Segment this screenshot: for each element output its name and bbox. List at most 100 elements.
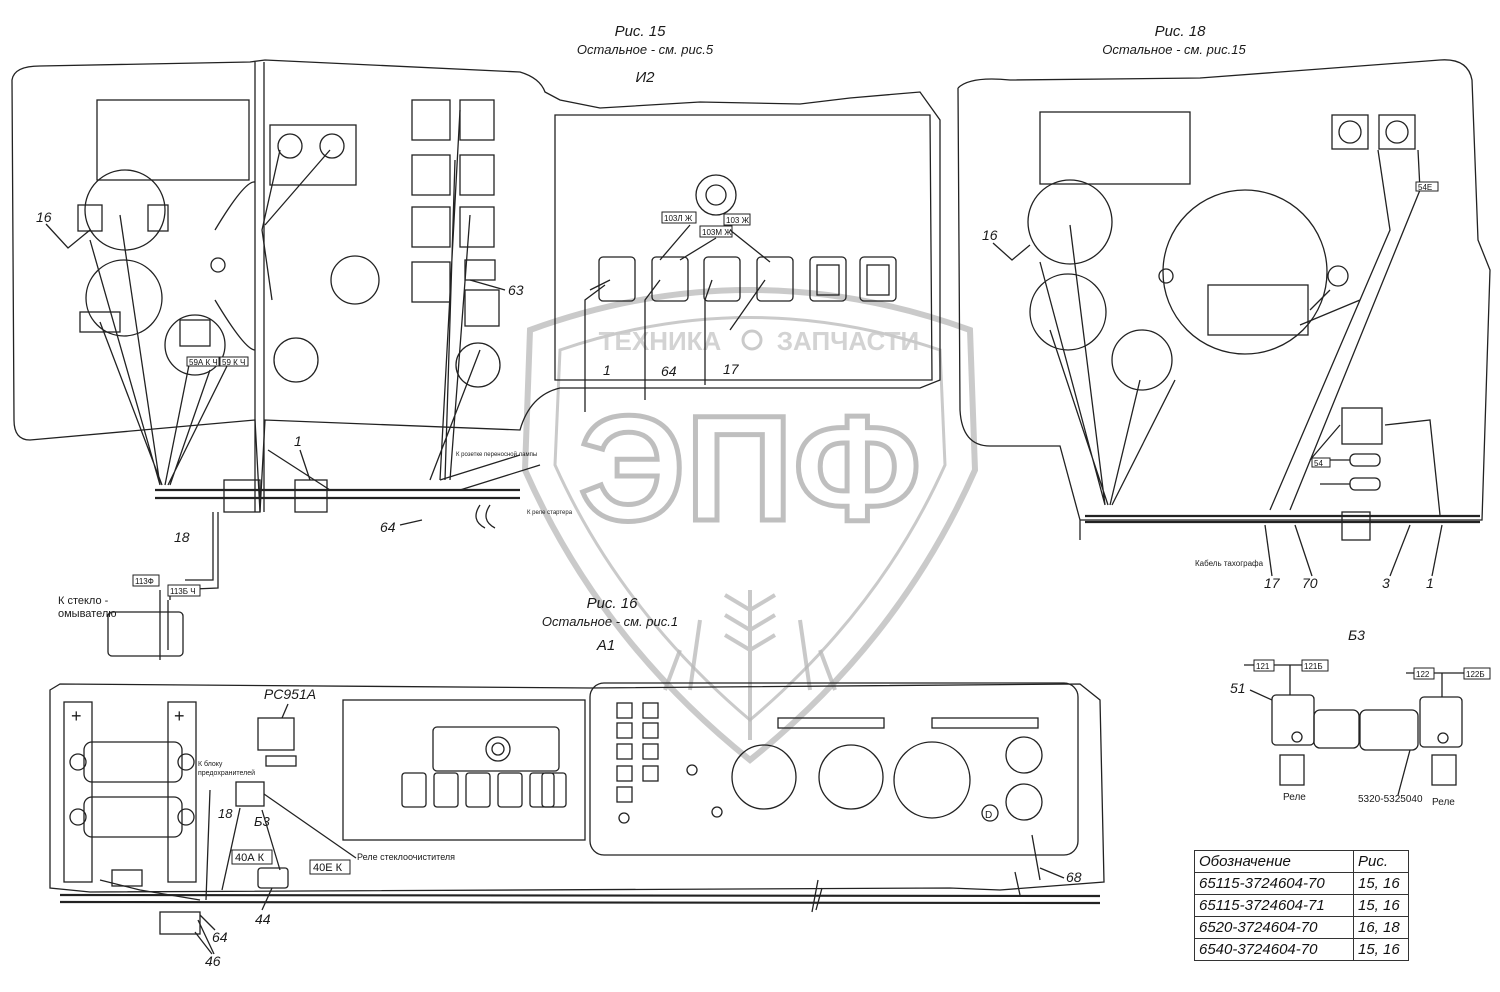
- tag-103lzh: 103Л Ж: [661, 211, 697, 224]
- d-label: D: [985, 810, 992, 821]
- tag-121: 121: [1253, 659, 1275, 672]
- callout-46: 46: [205, 953, 221, 969]
- svg-text:54: 54: [1314, 459, 1323, 468]
- label-washer-2: омывателю: [58, 608, 117, 620]
- callout-70: 70: [1302, 575, 1318, 591]
- table-row: 65115-3724604-71 15, 16: [1194, 894, 1409, 917]
- fig15-subtitle: Остальное - см. рис.5: [577, 42, 714, 57]
- svg-text:54Е: 54Е: [1418, 183, 1432, 192]
- tag-40ak: 40А К: [231, 849, 273, 865]
- table-row: 6540-3724604-70 15, 16: [1194, 938, 1409, 961]
- svg-text:59А К Ч: 59А К Ч: [189, 358, 218, 367]
- watermark-shield: ЭПФ ТЕХНИКА ЗАПЧАСТИ: [521, 287, 979, 764]
- label-washer-1: К стекло -: [58, 595, 109, 607]
- tag-40ek: 40Е К: [309, 859, 351, 875]
- figure-18: Рис. 18 Остальное - см. рис.15 16 Кабель…: [957, 23, 1491, 808]
- table-header-fig: Рис.: [1353, 850, 1409, 873]
- label-relay-right: Реле: [1432, 797, 1455, 808]
- tag-59ak: 59А К Ч: [186, 356, 220, 367]
- svg-text:121Б: 121Б: [1304, 662, 1323, 671]
- svg-text:103М Ж: 103М Ж: [702, 228, 732, 237]
- svg-text:59 К Ч: 59 К Ч: [222, 358, 245, 367]
- figure-16: Рис. 16 Остальное - см. рис.1 А1 + + РС9…: [49, 595, 1105, 969]
- callout-64-left: 64: [380, 519, 396, 535]
- tag-121b: 121Б: [1301, 659, 1329, 672]
- tag-122b: 122Б: [1463, 667, 1491, 680]
- callout-1-right: 1: [1426, 575, 1434, 591]
- plus-icon-left: +: [71, 706, 82, 726]
- svg-text:40Е К: 40Е К: [313, 862, 343, 874]
- designation-table: Обозначение Рис. 65115-3724604-70 15, 16…: [1194, 850, 1409, 961]
- plus-icon-right: +: [174, 706, 185, 726]
- figure-15: Рис. 15 Остальное - см. рис.5 И2: [11, 23, 941, 660]
- label-wiper-relay: Реле стеклоочистителя: [357, 852, 455, 862]
- fig16-subtitle: Остальное - см. рис.1: [542, 614, 678, 629]
- svg-text:113Б Ч: 113Б Ч: [170, 587, 196, 596]
- callout-64-bottom: 64: [212, 929, 228, 945]
- callout-1-left: 1: [294, 433, 302, 449]
- tag-122: 122: [1413, 667, 1435, 680]
- tag-59k: 59 К Ч: [219, 356, 249, 367]
- fig16-title: Рис. 16: [587, 595, 639, 612]
- tag-54k: 54: [1311, 457, 1331, 468]
- b3-detail-label: Б3: [1348, 627, 1365, 643]
- table-cell: 65115-3724604-71: [1194, 894, 1354, 917]
- table-cell: 6520-3724604-70: [1194, 916, 1354, 939]
- callout-17-center: 17: [723, 361, 740, 377]
- gear-icon: [741, 329, 763, 351]
- label-rc951a: РС951А: [264, 686, 316, 702]
- callout-63: 63: [508, 282, 524, 298]
- table-row: 65115-3724604-70 15, 16: [1194, 872, 1409, 895]
- tag-103m: 103М Ж: [699, 225, 733, 238]
- label-part-no: 5320-5325040: [1358, 794, 1423, 805]
- table-cell: 15, 16: [1353, 938, 1409, 961]
- svg-text:103Л Ж: 103Л Ж: [664, 214, 693, 223]
- table-cell: 16, 18: [1353, 916, 1409, 939]
- table-cell: 65115-3724604-70: [1194, 872, 1354, 895]
- callout-64-center: 64: [661, 363, 677, 379]
- label-fuse-block-2: предохранителей: [198, 769, 255, 777]
- callout-68: 68: [1066, 869, 1082, 885]
- table-header-designation: Обозначение: [1194, 850, 1354, 873]
- callout-44: 44: [255, 911, 271, 927]
- callout-16-right: 16: [982, 227, 998, 243]
- fig18-subtitle: Остальное - см. рис.15: [1102, 42, 1246, 57]
- tag-113f: 113Ф: [132, 574, 160, 587]
- callout-18: 18: [174, 529, 190, 545]
- table-cell: 6540-3724604-70: [1194, 938, 1354, 961]
- fig15-view-label: И2: [635, 69, 655, 86]
- callout-51: 51: [1230, 680, 1246, 696]
- table-cell: 15, 16: [1353, 872, 1409, 895]
- tag-54e: 54Е: [1415, 181, 1439, 192]
- instrument-subpanel: 103Л Ж 103 Ж 103М Ж 1 64 17: [584, 174, 897, 412]
- fig18-title: Рис. 18: [1155, 23, 1207, 40]
- svg-text:103 Ж: 103 Ж: [726, 216, 750, 225]
- svg-text:40А К: 40А К: [235, 852, 265, 864]
- label-reverse-lamp: К розетке переносной лампы: [456, 451, 537, 458]
- watermark-logo-text: ЭПФ: [579, 384, 922, 552]
- callout-18-bottom: 18: [218, 806, 233, 821]
- fig16-view-label: А1: [596, 637, 615, 654]
- callout-16: 16: [36, 209, 52, 225]
- fig15-title: Рис. 15: [615, 23, 667, 40]
- svg-text:122: 122: [1416, 670, 1430, 679]
- table-row: 6520-3724604-70 16, 18: [1194, 916, 1409, 939]
- watermark-band-left: ТЕХНИКА: [599, 326, 722, 356]
- label-fuse-block-1: К блоку: [198, 760, 223, 768]
- callout-17-right: 17: [1264, 575, 1281, 591]
- svg-text:113Ф: 113Ф: [135, 577, 154, 586]
- tag-113b: 113Б Ч: [167, 584, 201, 597]
- callout-1-center: 1: [603, 362, 611, 378]
- svg-text:122Б: 122Б: [1466, 670, 1485, 679]
- label-tacho-cable: Кабель тахографа: [1195, 559, 1264, 568]
- label-b3-center: Б3: [254, 814, 270, 829]
- label-starter-relay: К реле стартера: [527, 510, 573, 516]
- tag-103zh: 103 Ж: [723, 213, 751, 226]
- svg-text:121: 121: [1256, 662, 1270, 671]
- watermark-band-right: ЗАПЧАСТИ: [777, 326, 920, 356]
- table-cell: 15, 16: [1353, 894, 1409, 917]
- table-header-row: Обозначение Рис.: [1194, 850, 1409, 873]
- label-relay-left: Реле: [1283, 792, 1306, 803]
